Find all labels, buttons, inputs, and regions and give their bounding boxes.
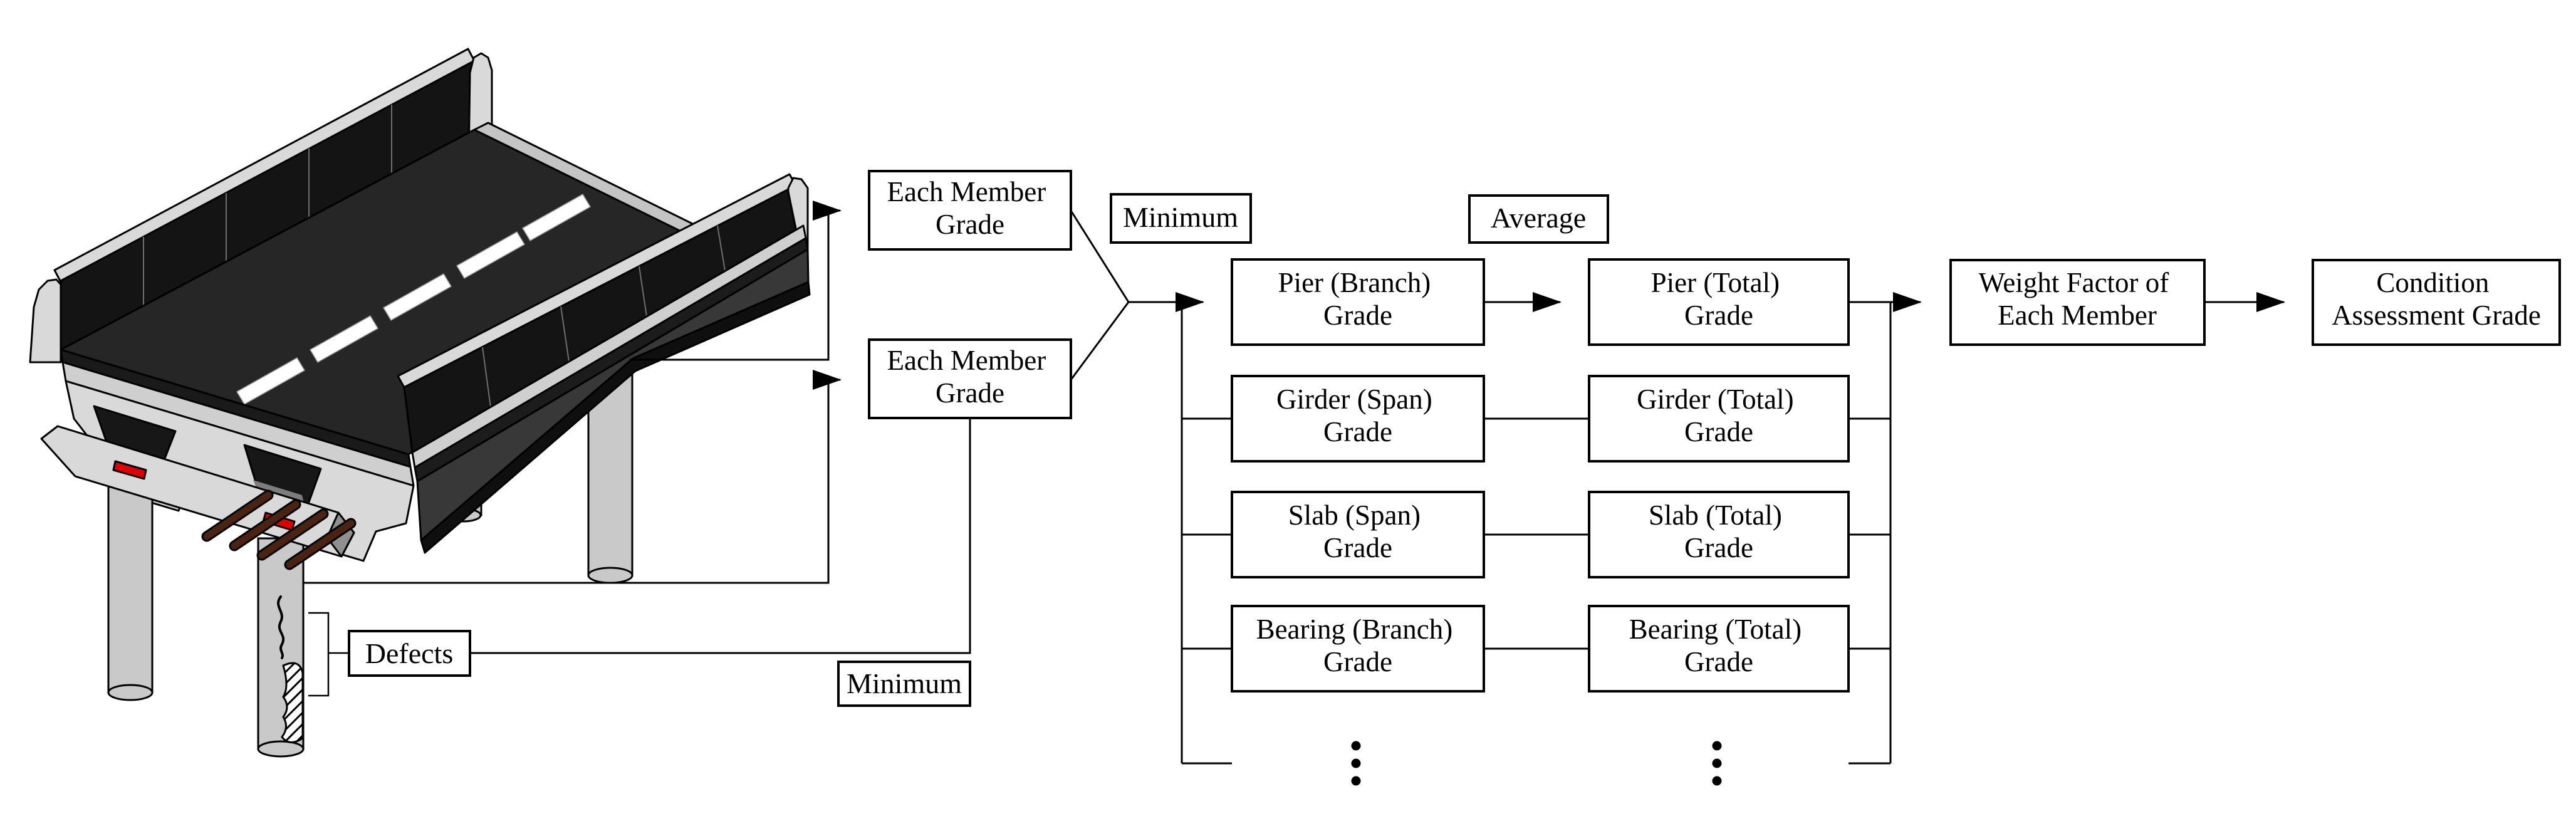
near-barrier-seam-2 <box>560 306 570 362</box>
lane-dash-3 <box>382 273 452 322</box>
weight-factor-line2: Each Member <box>1998 300 2157 331</box>
minimum-bottom-label: Minimum <box>847 667 962 699</box>
connectors <box>303 201 2285 765</box>
far-barrier-end-post-near <box>29 278 62 363</box>
lane-markings <box>236 193 592 405</box>
node-girder-total-grade: Girder (Total) Grade <box>1588 375 1850 463</box>
each-member-grade-2-line1: Each Member <box>887 345 1046 376</box>
defects-label: Defects <box>365 637 453 669</box>
wire-column-to-member2 <box>303 370 842 584</box>
svg-text:Weight Factor of Each: Weight Factor of Each Member <box>1978 267 2176 331</box>
node-bearing-total-grade: Bearing (Total) Grade <box>1588 605 1850 693</box>
svg-text:Average: Average <box>1491 202 1586 234</box>
ellipsis-right <box>1712 741 1722 786</box>
girder-span-line1: Girder (Span) <box>1276 384 1432 415</box>
far-barrier <box>29 48 493 363</box>
node-pier-branch-grade: Pier (Branch) Grade <box>1231 258 1485 346</box>
minimum-top-label: Minimum <box>1123 201 1238 233</box>
near-barrier-seam-3 <box>639 266 647 317</box>
bearing-total-line1: Bearing (Total) <box>1629 614 1802 645</box>
wire-column-to-member1 <box>630 201 842 361</box>
bearing-branch-line1: Bearing (Branch) <box>1256 614 1453 645</box>
near-barrier-seam-1 <box>482 347 491 408</box>
girder-total-line1: Girder (Total) <box>1637 384 1794 415</box>
near-barrier-seam-4 <box>717 225 726 271</box>
pier-cap <box>40 425 357 570</box>
condition-line2: Assessment Grade <box>2332 300 2541 331</box>
bearing-dowels-fill <box>203 491 355 568</box>
pier-total-line1: Pier (Total) <box>1651 267 1780 298</box>
svg-text:Bearing (Branch) Grade: Bearing (Branch) Grade <box>1256 614 1460 677</box>
bridge-illustration <box>29 48 811 758</box>
svg-text:Slab (Total) Grade: Slab (Total) Grade <box>1649 499 1789 563</box>
node-slab-total-grade: Slab (Total) Grade <box>1588 491 1850 578</box>
operator-minimum-bottom: Minimum <box>837 661 971 707</box>
wire-member2-diagonal <box>1070 301 1130 380</box>
node-pier-total-grade: Pier (Total) Grade <box>1588 258 1850 346</box>
node-weight-factor: Weight Factor of Each Member <box>1949 259 2206 346</box>
node-condition-assessment-grade: Condition Assessment Grade <box>2312 259 2561 346</box>
wire-defects-to-member2 <box>470 419 971 654</box>
node-slab-span-grade: Slab (Span) Grade <box>1231 491 1485 578</box>
deck-soffit-dark-band <box>420 281 811 554</box>
wire-member1-diagonal <box>1070 210 1130 303</box>
svg-text:Girder (Total) Grade: Girder (Total) Grade <box>1637 384 1801 447</box>
node-defects: Defects <box>348 630 471 677</box>
each-member-grade-1-line2: Grade <box>936 209 1004 240</box>
svg-text:Each Member Grade: Each Member Grade <box>887 345 1053 409</box>
pier-branch-line2: Grade <box>1323 300 1392 331</box>
dowel-2 <box>231 501 300 550</box>
defects-bracket <box>308 612 330 697</box>
svg-text:Pier (Branch) Grade: Pier (Branch) Grade <box>1278 267 1438 331</box>
node-each-member-grade-2: Each Member Grade <box>868 338 1072 419</box>
svg-text:Condition Assessment G: Condition Assessment Grade <box>2332 267 2541 331</box>
svg-text:Each Member Grade: Each Member Grade <box>887 176 1053 240</box>
svg-text:Slab (Span) Grade: Slab (Span) Grade <box>1288 499 1427 563</box>
lane-dash-1 <box>236 357 306 405</box>
dowel-4 <box>286 520 355 568</box>
average-label: Average <box>1491 202 1586 234</box>
operator-minimum-top: Minimum <box>1110 193 1252 244</box>
girder-total-line2: Grade <box>1684 416 1753 447</box>
svg-text:Minimum: Minimum <box>1123 201 1238 233</box>
near-deck-edge <box>397 173 811 554</box>
bearing-pad-red-left <box>112 460 147 480</box>
flow-nodes: Each Member Grade Each Member Grade Defe… <box>348 170 2561 786</box>
each-member-grade-2-line2: Grade <box>936 377 1004 409</box>
each-member-grade-1-line1: Each Member <box>887 176 1046 207</box>
svg-text:Pier (Total) Grade: Pier (Total) Grade <box>1651 267 1787 331</box>
pier-total-line2: Grade <box>1684 300 1753 331</box>
pier-branch-line1: Pier (Branch) <box>1278 267 1431 298</box>
operator-average: Average <box>1468 194 1609 244</box>
weight-factor-line1: Weight Factor of <box>1978 267 2169 298</box>
slab-span-line2: Grade <box>1323 532 1392 563</box>
lane-dash-2 <box>309 315 379 363</box>
node-each-member-grade-1: Each Member Grade <box>868 170 1072 251</box>
condition-line1: Condition <box>2376 267 2489 298</box>
node-bearing-branch-grade: Bearing (Branch) Grade <box>1231 605 1485 693</box>
svg-text:Girder (Span) Grade: Girder (Span) Grade <box>1276 384 1439 447</box>
slab-total-line1: Slab (Total) <box>1649 499 1782 531</box>
slab-span-line1: Slab (Span) <box>1288 499 1421 531</box>
bearing-branch-line2: Grade <box>1323 646 1392 677</box>
spalling-patch-icon <box>281 662 304 743</box>
girder-span-line2: Grade <box>1323 416 1392 447</box>
dowel-1 <box>203 491 272 540</box>
svg-text:Defects: Defects <box>365 637 453 669</box>
slab-total-line2: Grade <box>1684 532 1753 563</box>
lane-dash-5 <box>521 193 592 242</box>
pier-column-back-left <box>107 481 154 701</box>
crack-icon <box>277 595 284 659</box>
svg-text:Minimum: Minimum <box>847 667 962 699</box>
svg-text:Bearing (Total) Grade: Bearing (Total) Grade <box>1629 614 1809 677</box>
dowel-3 <box>258 510 327 559</box>
ellipsis-left <box>1351 741 1361 786</box>
lane-dash-4 <box>456 231 526 280</box>
bearing-total-line2: Grade <box>1684 646 1753 677</box>
node-girder-span-grade: Girder (Span) Grade <box>1231 375 1485 463</box>
